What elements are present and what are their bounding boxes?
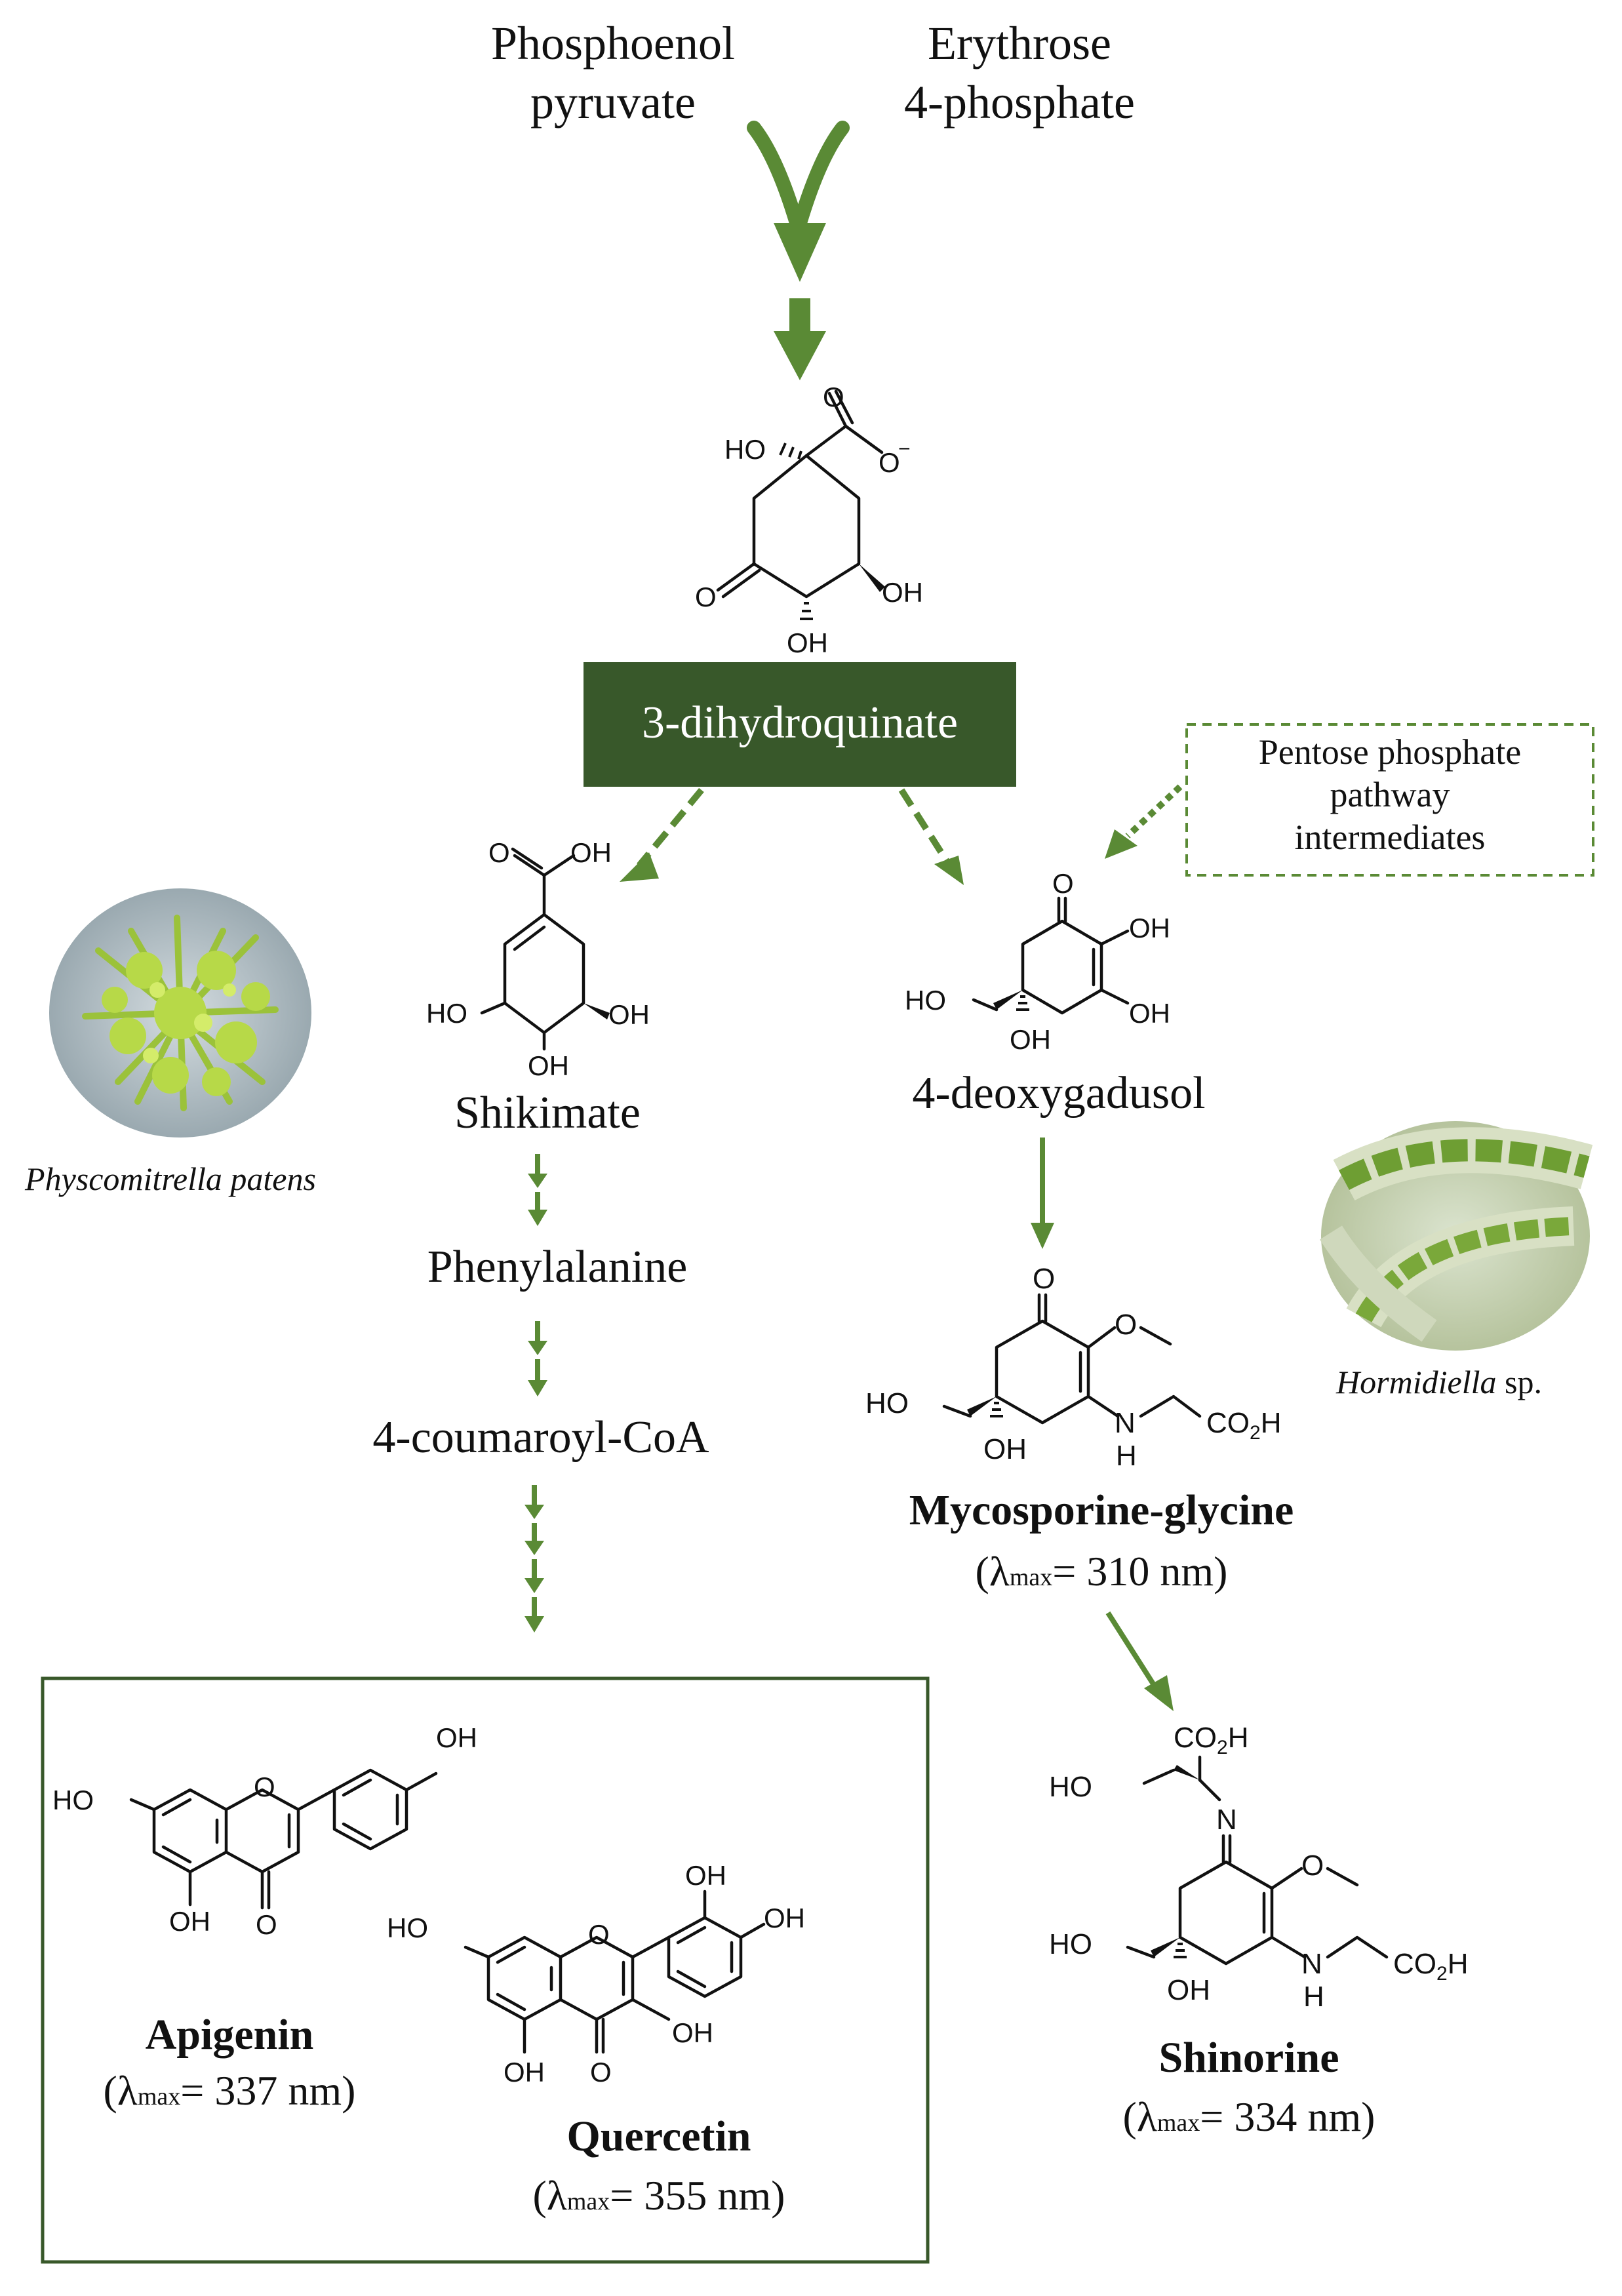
atom-oh: OH bbox=[436, 1722, 477, 1753]
moss-label: Physcomitrella patens bbox=[24, 1160, 316, 1197]
atom-o-minus: O bbox=[879, 447, 900, 478]
atom-oh: OH bbox=[1129, 913, 1170, 943]
mycosporine-glycine-structure: O O N H CO2H HO OH bbox=[865, 1263, 1281, 1472]
moss-photo bbox=[49, 888, 311, 1138]
atom-o: O bbox=[823, 382, 844, 412]
atom-n: N bbox=[1301, 1948, 1322, 1980]
atom-ho: HO bbox=[1049, 1928, 1092, 1960]
pep-label-line1: Phosphoenol bbox=[491, 17, 735, 69]
atom-ho: HO bbox=[905, 985, 946, 1016]
merge-arrow bbox=[747, 121, 850, 380]
arrow-to-shinorine bbox=[1105, 1611, 1157, 1687]
atom-oh: OH bbox=[882, 577, 923, 608]
dehydroquinate-label: 3-dihydroquinate bbox=[642, 698, 958, 748]
atom-oh: OH bbox=[1010, 1024, 1051, 1055]
arrow-phe-to-coumaroyl bbox=[528, 1321, 547, 1396]
atom-o: O bbox=[256, 1909, 277, 1940]
ppp-label-line2: pathway bbox=[1330, 775, 1450, 814]
atom-o: O bbox=[1033, 1263, 1055, 1295]
atom-oh: OH bbox=[169, 1906, 210, 1937]
ppp-label-line1: Pentose phosphate bbox=[1259, 732, 1521, 772]
mycosporine-glycine-lambda: (λmax= 310 nm) bbox=[976, 1548, 1228, 1594]
atom-ho: HO bbox=[387, 1912, 428, 1943]
atom-oh: OH bbox=[672, 2017, 713, 2048]
quercetin-name: Quercetin bbox=[566, 2112, 751, 2160]
deoxygadusol-label: 4-deoxygadusol bbox=[912, 1068, 1205, 1118]
atom-ho: HO bbox=[724, 434, 766, 465]
arrow-from-ppp bbox=[1125, 784, 1183, 839]
atom-o: O bbox=[1301, 1850, 1324, 1882]
pep-label-line2: pyruvate bbox=[530, 76, 696, 129]
apigenin-name: Apigenin bbox=[146, 2011, 314, 2059]
atom-oh: OH bbox=[1167, 1974, 1210, 2006]
atom-o: O bbox=[590, 2057, 612, 2088]
algae-photo bbox=[1320, 1121, 1593, 1351]
atom-oh: OH bbox=[608, 999, 650, 1030]
minus-sign: − bbox=[898, 437, 911, 460]
atom-oh: OH bbox=[983, 1433, 1027, 1465]
atom-o: O bbox=[588, 1919, 610, 1950]
arrow-coumaroyl-to-flavonoids bbox=[524, 1485, 544, 1633]
atom-n: N bbox=[1216, 1804, 1237, 1836]
atom-o: O bbox=[695, 582, 717, 612]
mycosporine-glycine-name: Mycosporine-glycine bbox=[909, 1486, 1294, 1534]
atom-oh: OH bbox=[570, 837, 612, 868]
atom-h: H bbox=[1303, 1981, 1324, 2013]
ppp-box bbox=[1185, 723, 1594, 877]
atom-ho: HO bbox=[52, 1785, 94, 1815]
atom-o: O bbox=[1052, 868, 1074, 899]
atom-h: H bbox=[1116, 1440, 1137, 1472]
quercetin-structure: O O OH HO OH OH OH bbox=[387, 1860, 805, 2088]
ppp-label-line3: intermediates bbox=[1295, 818, 1486, 857]
dehydroquinate-structure: O O − HO O OH OH bbox=[695, 382, 923, 658]
atom-oh: OH bbox=[764, 1903, 805, 1933]
atom-oh: OH bbox=[504, 2057, 545, 2088]
atom-o: O bbox=[254, 1771, 275, 1802]
shinorine-structure: CO2H HO N O N H CO2H HO OH bbox=[1049, 1722, 1468, 2013]
atom-oh: OH bbox=[528, 1050, 569, 1081]
atom-o: O bbox=[1115, 1309, 1137, 1341]
atom-ho: HO bbox=[1049, 1771, 1092, 1803]
arrow-to-shikimate bbox=[637, 787, 704, 868]
atom-ho: HO bbox=[865, 1387, 909, 1419]
arrow-to-deoxygadusol bbox=[898, 788, 951, 864]
arrow-shikimate-to-phe bbox=[528, 1154, 547, 1226]
flavonoid-box bbox=[41, 1676, 930, 2264]
atom-oh: OH bbox=[685, 1860, 726, 1891]
phenylalanine-label: Phenylalanine bbox=[427, 1242, 688, 1292]
algae-label: Hormidiella sp. bbox=[1335, 1364, 1542, 1400]
apigenin-structure: O O OH HO OH bbox=[52, 1722, 477, 1940]
dehydroquinate-box bbox=[584, 662, 1016, 787]
shinorine-name: Shinorine bbox=[1158, 2034, 1339, 2082]
e4p-label-line2: 4-phosphate bbox=[904, 76, 1135, 129]
co2h-group: CO2H bbox=[1393, 1948, 1468, 1985]
atom-oh: OH bbox=[1129, 998, 1170, 1029]
quercetin-lambda: (λmax= 355 nm) bbox=[533, 2172, 785, 2219]
shikimate-structure: O OH HO OH OH bbox=[426, 837, 650, 1081]
apigenin-lambda: (λmax= 337 nm) bbox=[104, 2067, 356, 2114]
shinorine-lambda: (λmax= 334 nm) bbox=[1123, 2093, 1375, 2140]
shikimate-label: Shikimate bbox=[454, 1088, 641, 1138]
e4p-label-line1: Erythrose bbox=[928, 17, 1111, 69]
co2h-group: CO2H bbox=[1174, 1722, 1248, 1758]
atom-oh: OH bbox=[787, 627, 828, 658]
atom-ho: HO bbox=[426, 998, 467, 1029]
co2h-group: CO2H bbox=[1206, 1407, 1281, 1444]
deoxygadusol-structure: O OH OH HO OH bbox=[905, 868, 1170, 1055]
coumaroyl-label: 4-coumaroyl-CoA bbox=[372, 1412, 709, 1463]
atom-n: N bbox=[1115, 1407, 1136, 1439]
atom-o: O bbox=[488, 837, 510, 868]
